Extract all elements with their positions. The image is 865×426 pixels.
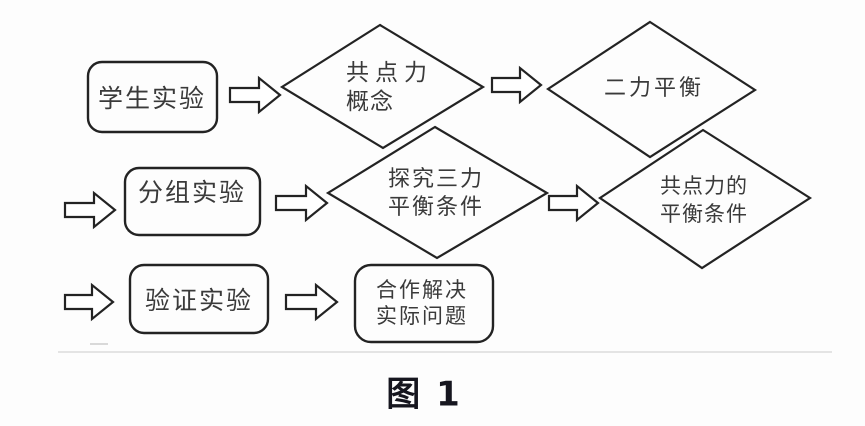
concept-label-line1: 共点力 <box>346 60 433 86</box>
balance-label-line1: 共点力的 <box>660 174 748 198</box>
verification-experiment-box <box>128 263 270 335</box>
cooperative-problem-solving-label: 合作解决 实际问题 <box>376 277 468 329</box>
group-experiment-label: 分组实验 <box>137 178 247 207</box>
cooperative-problem-solving-box <box>353 263 495 344</box>
arrow-margin-to-verification <box>63 282 115 322</box>
balance-label-line2: 平衡条件 <box>660 202 748 226</box>
concept-label-line2: 概念 <box>346 89 394 115</box>
group-experiment-box <box>123 166 262 237</box>
arrow-margin-to-group <box>63 190 117 230</box>
arrow-explore-to-balance <box>547 183 600 223</box>
explore-label-line2: 平衡条件 <box>387 195 485 220</box>
student-experiment-label: 学生实验 <box>97 84 207 113</box>
concurrent-force-balance-label: 共点力的 平衡条件 <box>660 172 748 228</box>
concurrent-force-concept-diamond <box>279 23 486 150</box>
student-experiment-box <box>86 60 219 134</box>
arrow-group-to-explore <box>274 183 329 223</box>
explore-three-force-label: 探究三力 平衡条件 <box>388 166 484 222</box>
concurrent-force-concept-label: 共点力 概念 <box>346 59 433 117</box>
two-force-balance-diamond <box>546 20 758 159</box>
arrow-verification-to-cooperative <box>284 282 339 322</box>
verification-experiment-label: 验证实验 <box>144 286 254 315</box>
concurrent-force-balance-diamond <box>598 128 813 270</box>
cooperative-label-line1: 合作解决 <box>376 278 468 302</box>
arrow-student-to-concept <box>228 75 282 115</box>
cooperative-label-line2: 实际问题 <box>376 304 468 328</box>
explore-three-force-diamond <box>325 125 550 260</box>
figure-caption: 图 1 <box>386 374 462 415</box>
two-force-balance-label: 二力平衡 <box>603 76 705 101</box>
explore-label-line1: 探究三力 <box>387 167 485 192</box>
arrow-concept-to-two-force <box>490 65 543 105</box>
